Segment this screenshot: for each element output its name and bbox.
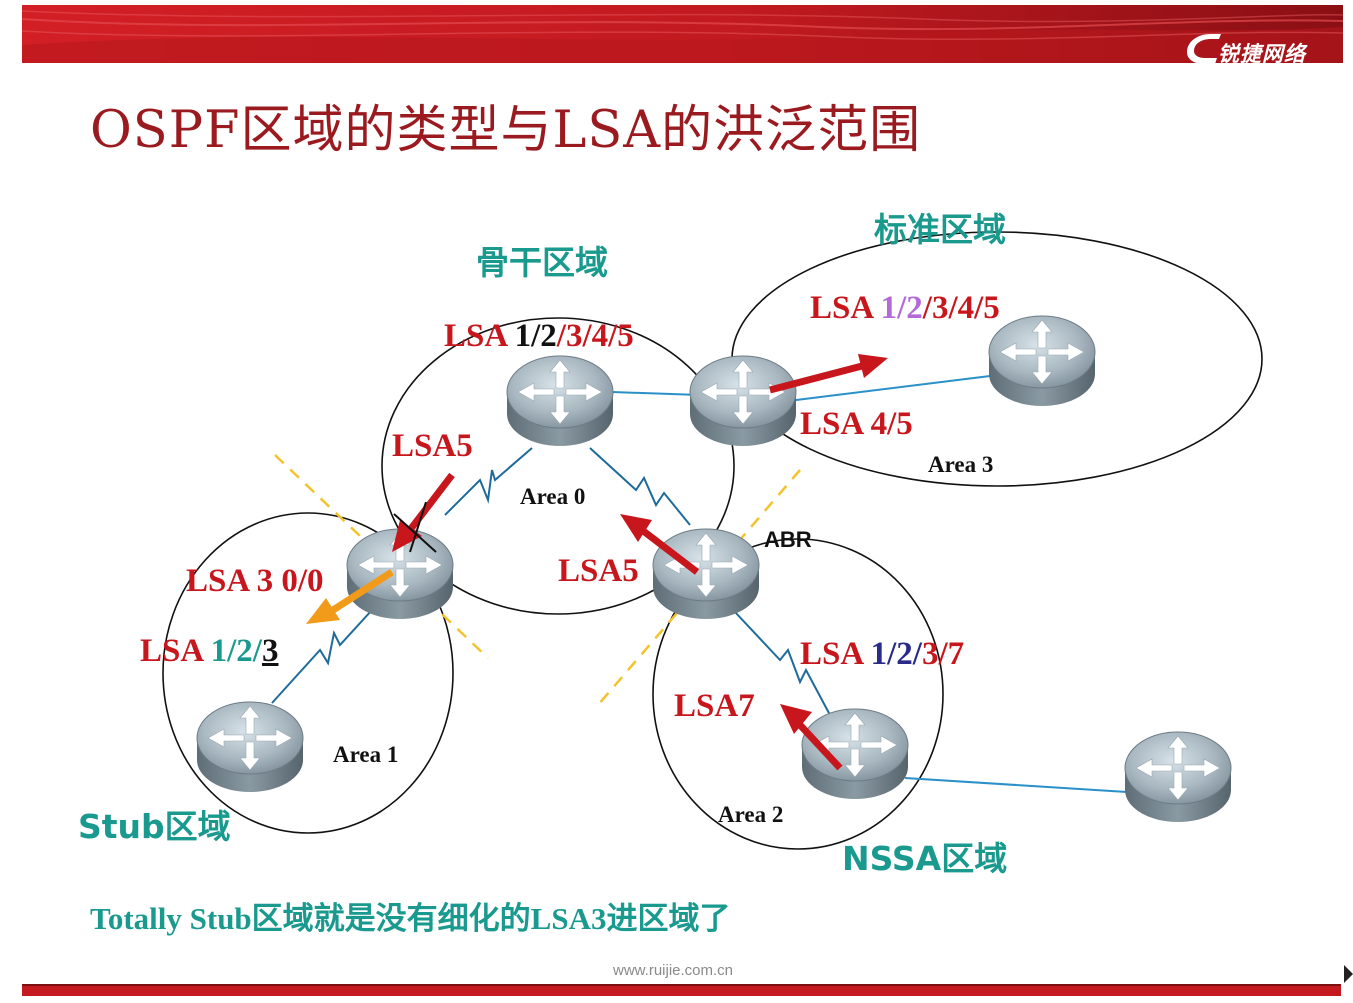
lsa-stub-label: LSA 1/2/3 — [140, 633, 279, 669]
router-icon — [988, 315, 1096, 407]
arrow-lsa5-left-head — [392, 520, 422, 552]
abr-label: ABR — [764, 527, 812, 552]
footer-url: www.ruijie.com.cn — [613, 962, 734, 979]
header-band — [22, 5, 1343, 63]
lsa-nssa-label: LSA 1/2/3/7 — [800, 636, 965, 672]
area3-label: Area 3 — [928, 452, 994, 477]
arrow-lsa5-center — [639, 527, 700, 575]
lsa-backbone-label: LSA 1/2/3/4/5 — [444, 318, 634, 354]
area0-label: Area 0 — [520, 484, 586, 509]
router-icon — [196, 701, 304, 793]
arrow-default-route-head — [306, 598, 340, 624]
serial-r1-abr — [589, 447, 691, 526]
area0-boundary — [381, 317, 735, 615]
arrow-lsa7 — [797, 722, 843, 771]
router-icon — [689, 355, 797, 447]
router-icon — [801, 708, 909, 800]
link-r2-r3 — [779, 375, 991, 403]
lsa5-left-label: LSA5 — [392, 428, 473, 464]
ruijie-logo-icon — [1187, 34, 1221, 64]
router-icon — [652, 528, 760, 620]
serial-nssa — [734, 611, 831, 716]
lsa3-default-label: LSA 3 0/0 — [186, 563, 324, 599]
link-nssa-ext — [904, 777, 1128, 793]
router-icon — [1124, 731, 1232, 823]
zone-standard: 标准区域 — [874, 210, 1006, 249]
logo-text: 锐捷网络 — [1218, 42, 1306, 66]
lsa-45-label: LSA 4/5 — [800, 406, 913, 442]
arrow-default-route — [328, 569, 394, 615]
arrow-lsa5-left — [407, 472, 455, 533]
area1-boundary — [162, 512, 454, 834]
area2-boundary — [652, 538, 944, 850]
slide-nav-arrow-icon[interactable] — [1344, 965, 1353, 983]
area1-label: Area 1 — [333, 742, 399, 767]
slide-title: OSPF区域的类型与LSA的洪泛范围 — [90, 101, 922, 160]
zone-backbone: 骨干区域 — [476, 243, 608, 282]
totally-stub-note: Totally Stub区域就是没有细化的LSA3进区域了 — [90, 901, 731, 936]
footer-line — [22, 986, 1341, 996]
arrow-lsa5-center-head — [620, 514, 652, 542]
arrow-lsa-to-area3 — [769, 362, 863, 394]
lsa-area3-label: LSA 1/2/3/4/5 — [810, 290, 1000, 326]
footer-line-shadow — [22, 984, 1341, 986]
lsa7-label: LSA7 — [674, 688, 755, 724]
router-icon — [506, 355, 614, 447]
link-r1-r2 — [611, 391, 701, 396]
blocked-cross-icon — [393, 513, 437, 553]
lsa5-center-label: LSA5 — [558, 553, 639, 589]
serial-stub — [271, 609, 373, 704]
zone-stub: Stub区域 — [78, 807, 231, 846]
arrow-lsa-to-area3-head — [858, 354, 888, 378]
zone-nssa: NSSA区域 — [842, 839, 1008, 878]
serial-r1-left — [444, 447, 533, 516]
blocked-cross-icon — [409, 501, 427, 553]
area2-label: Area 2 — [718, 802, 784, 827]
arrow-lsa7-head — [780, 704, 812, 734]
